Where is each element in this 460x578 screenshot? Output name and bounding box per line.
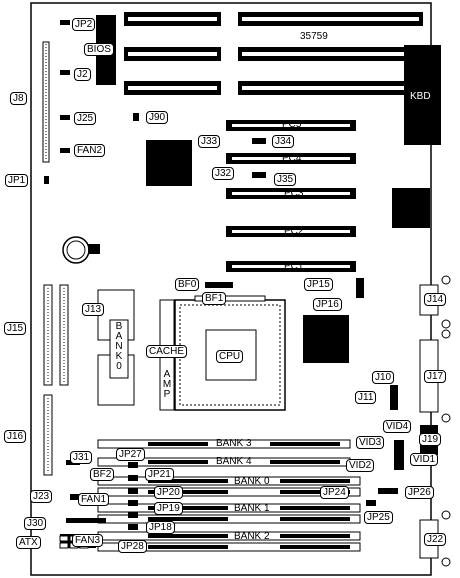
label-vid2: VID2 [346,459,375,472]
label-j10: J10 [372,371,395,384]
label-bf0: BF0 [175,278,200,291]
memory-bank-fills [148,442,350,549]
label-vid4: VID4 [383,420,412,433]
label-j13: J13 [82,303,105,316]
label-fan3: FAN3 [72,534,104,547]
left-jumpers [44,20,139,184]
label-j35: J35 [274,173,297,186]
label-jp18: JP18 [146,521,175,534]
label-pc5: PC5 [282,119,302,130]
label-bf2: BF2 [90,468,115,481]
label-pc2: PC2 [284,226,304,237]
label-j19: J19 [419,433,442,446]
label-bank3: BANK 3 [216,438,252,449]
label-j30: J30 [24,517,47,530]
label-bank1: BANK 1 [234,503,270,514]
j15-connector [43,284,53,386]
j15b-connector [59,284,69,386]
label-jp26: JP26 [405,486,434,499]
label-jp27: JP27 [116,448,145,461]
label-j32: J32 [212,167,235,180]
label-j14: J14 [424,293,447,306]
label-j17: J17 [424,370,447,383]
label-cpu: CPU [216,350,244,363]
keyboard-connector [404,45,441,145]
label-fan1: FAN1 [78,493,110,506]
chipset-chip-1 [146,140,192,186]
label-jp1: JP1 [5,174,29,187]
label-jp15: JP15 [304,278,333,291]
label-fan2: FAN2 [74,144,106,157]
cache-chip-3 [109,319,129,379]
label-kbd: KBD [410,91,431,102]
label-jp16: JP16 [313,298,342,311]
label-j15: J15 [4,322,27,335]
label-jp19: JP19 [154,502,183,515]
label-jp2: JP2 [72,18,96,31]
label-vid3: VID3 [356,436,385,449]
label-pc4: PC4 [282,153,302,164]
label-j33: J33 [198,135,221,148]
pci-slot-openings [232,124,350,268]
label-amp: AMP [162,369,172,400]
board-id-text: 35759 [300,31,328,42]
label-j8: J8 [10,92,27,105]
label-jp24: JP24 [320,486,349,499]
label-j25: J25 [74,112,97,125]
label-bank2: BANK 2 [234,531,270,542]
label-j34: J34 [272,135,295,148]
label-j11: J11 [355,391,377,404]
label-j31: J31 [70,451,93,464]
isa-slot-openings [128,17,419,90]
label-atx: ATX [16,536,41,549]
label-bank0-vertical: BANK0 [115,321,123,372]
label-j22: J22 [424,533,447,546]
label-j16: J16 [4,430,27,443]
chipset-chip-2 [392,188,430,228]
label-bf1: BF1 [202,292,227,305]
label-vid1: VID1 [410,453,439,466]
label-cache: CACHE [146,345,188,358]
label-jp21: JP21 [145,468,174,481]
label-jp20: JP20 [154,486,183,499]
label-pc1: PC1 [284,261,304,272]
chipset-chip-3 [303,315,349,363]
label-bank4: BANK 4 [216,456,252,467]
label-jp25: JP25 [364,511,393,524]
label-j90: J90 [146,111,169,124]
label-j2: J2 [74,68,91,81]
label-bios: BIOS [84,43,114,56]
label-jp28: JP28 [118,540,147,553]
label-j23: J23 [30,490,53,503]
label-bank0: BANK 0 [234,476,270,487]
label-pc3: PC3 [284,188,304,199]
